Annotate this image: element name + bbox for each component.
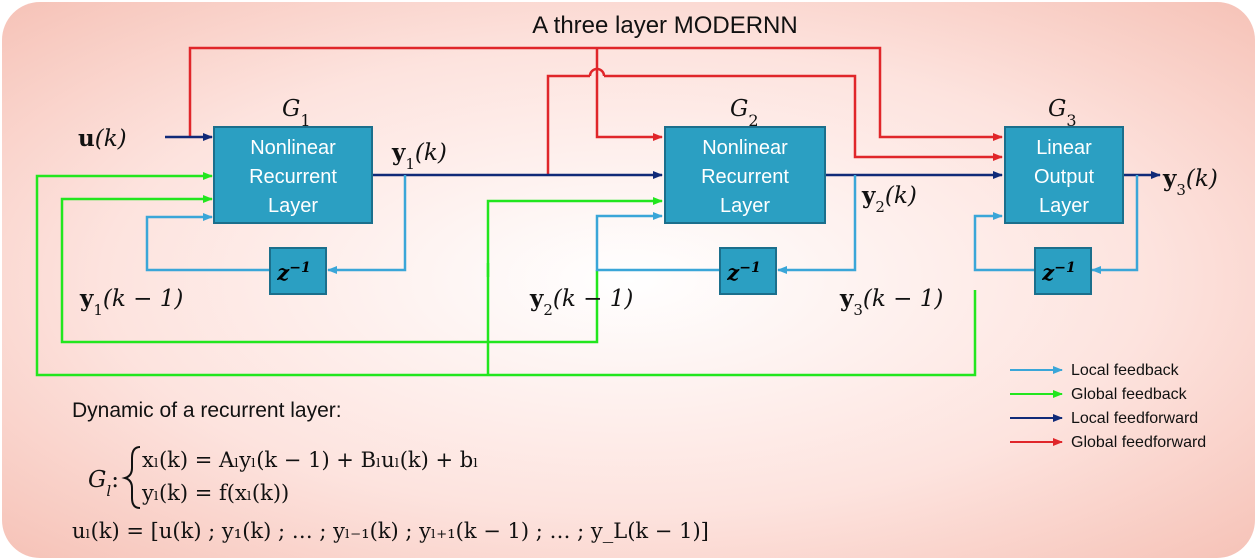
legend-item-global-feedforward: Global feedforward <box>1010 434 1206 451</box>
legend-item-global-feedback: Global feedback <box>1010 386 1188 403</box>
block-g1-line2: Recurrent <box>249 166 337 188</box>
global-feedback-lines <box>35 172 977 377</box>
legend-item-local-feedforward: Local feedforward <box>1010 410 1198 427</box>
label-u-k: u(k) <box>78 125 127 152</box>
block-g2-line1: Nonlinear <box>702 137 788 159</box>
delay-box-3: z−1 <box>1034 247 1092 295</box>
block-g2-line2: Recurrent <box>701 166 789 188</box>
block-g2-label: G2 <box>730 96 759 130</box>
block-g3-line2: Output <box>1034 166 1094 188</box>
label-y2-km1: y2(k − 1) <box>529 285 633 319</box>
label-y1-km1: y1(k − 1) <box>79 285 183 319</box>
svg-text:z−1: z−1 <box>1041 260 1075 285</box>
block-g3-line3: Layer <box>1039 195 1089 217</box>
equation-brace <box>121 446 141 509</box>
diagram-title: A three layer MODERNN <box>532 12 797 39</box>
block-g1-line3: Layer <box>268 195 318 217</box>
block-g3-label: G3 <box>1048 96 1077 130</box>
equation-line-3: uₗ(k) = [u(k) ; y₁(k) ; … ; yₗ₋₁(k) ; yₗ… <box>72 519 709 543</box>
equation-line-2: yₗ(k) = f(xₗ(k)) <box>141 481 289 505</box>
delay-box-2: z−1 <box>719 247 777 295</box>
block-g3: Linear Output Layer <box>1004 126 1124 224</box>
legend-item-local-feedback: Local feedback <box>1010 362 1180 379</box>
svg-text:z−1: z−1 <box>726 260 760 285</box>
svg-text:Global feedback: Global feedback <box>1071 386 1188 403</box>
svg-text:Local feedforward: Local feedforward <box>1071 410 1198 427</box>
global-feedforward-lines <box>188 46 1002 175</box>
svg-text:Global feedforward: Global feedforward <box>1071 434 1206 451</box>
block-g1-label: G1 <box>282 96 311 130</box>
svg-text:z−1: z−1 <box>276 260 310 285</box>
label-y3-k: y3(k) <box>1162 165 1218 199</box>
block-g2: Nonlinear Recurrent Layer <box>664 126 826 224</box>
svg-text:Local feedback: Local feedback <box>1071 362 1180 379</box>
label-y3-km1: y3(k − 1) <box>839 285 943 319</box>
block-g2-line3: Layer <box>720 195 770 217</box>
gl-label: Gl: <box>88 467 119 500</box>
dynamics-heading: Dynamic of a recurrent layer: <box>72 399 342 422</box>
equation-line-1: xₗ(k) = Aₗyₗ(k − 1) + Bₗuₗ(k) + bₗ <box>142 448 478 472</box>
block-g3-line1: Linear <box>1036 137 1092 159</box>
label-y2-k: y2(k) <box>861 182 917 216</box>
block-g1: Nonlinear Recurrent Layer <box>213 126 373 224</box>
legend: Local feedback Global feedback Local fee… <box>1010 362 1206 451</box>
block-g1-line1: Nonlinear <box>250 137 336 159</box>
delay-box-1: z−1 <box>269 247 327 295</box>
local-feedback-lines <box>145 175 1139 274</box>
label-y1-k: y1(k) <box>391 139 447 173</box>
